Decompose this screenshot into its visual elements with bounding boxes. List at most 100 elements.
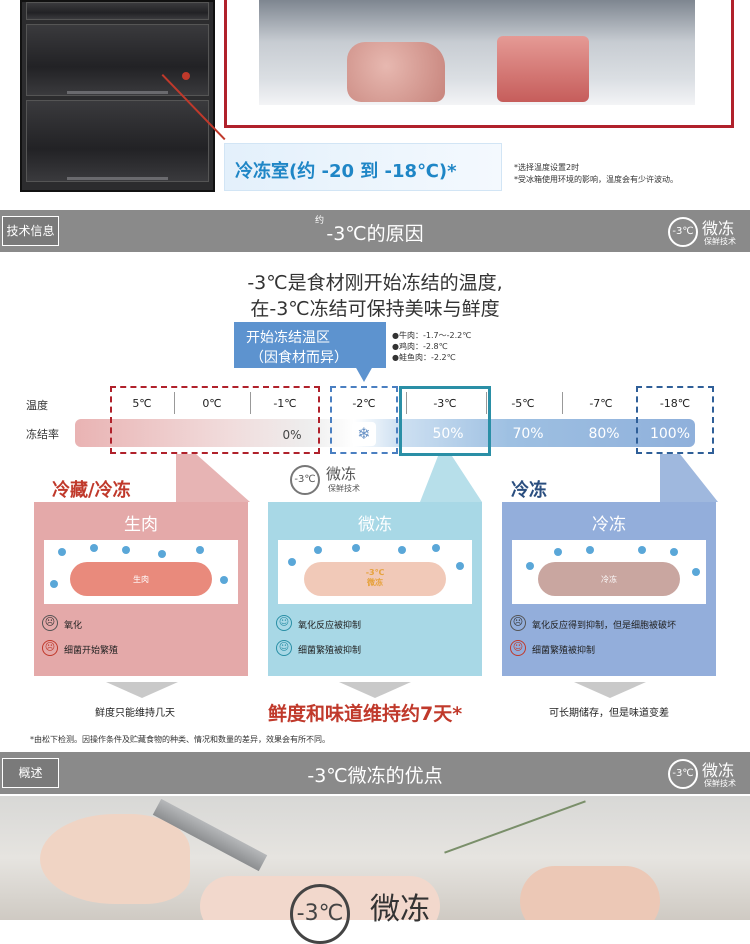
top-note-1: *选择温度设置2时 — [514, 163, 580, 172]
card-raw-meat: 生肉 生肉 ☹ 氧化 ☹ 细菌开始繁殖 — [34, 502, 248, 676]
connector-right — [500, 454, 718, 502]
minus2-zone-outline — [330, 386, 398, 454]
rate-row-label: 冻结率 — [26, 428, 59, 441]
mini-logo-main: 微冻 — [326, 465, 357, 483]
oxygen-icon — [352, 544, 360, 552]
top-footnote: *选择温度设置2时 *受冰箱使用环境的影响，温度会有少许波动。 — [514, 162, 678, 186]
card-title: 冷冻 — [592, 515, 626, 535]
headline-line-2: 在-3℃冻结可保持美味与鲜度 — [250, 298, 500, 320]
oxygen-icon — [670, 548, 678, 556]
logo-circle-icon: -3℃ — [668, 759, 698, 789]
logo-sub-text: 保鲜技术 — [704, 237, 736, 246]
zone-notes: ●牛肉：-1.7～-2.2℃ ●鸡肉：-2.8℃ ●鲑鱼肉：-2.2℃ — [392, 330, 471, 363]
oxygen-icon — [196, 546, 204, 554]
smile-face-icon: ☺ — [510, 640, 526, 656]
zone-note-salmon: ●鲑鱼肉：-2.2℃ — [392, 353, 456, 362]
rate-0: 0% — [282, 428, 302, 442]
card-title: 生肉 — [124, 515, 158, 535]
rate-50: 50% — [432, 426, 464, 442]
oxygen-icon — [122, 546, 130, 554]
temp-minus7: -7℃ — [589, 397, 613, 410]
tech-info-tag[interactable]: 技术信息 — [2, 216, 59, 246]
fridge-door-top — [26, 2, 209, 20]
oxygen-icon — [432, 544, 440, 552]
card-line-1: 氧化反应得到抑制，但是细胞被破坏 — [532, 621, 677, 631]
card-micro-freeze: 微冻 -3℃ 微冻 ☺ 氧化反应被抑制 ☺ 细菌繁殖被抑制 — [268, 502, 482, 676]
down-arrow-right — [574, 682, 646, 698]
zone-note-beef: ●牛肉：-1.7～-2.2℃ — [392, 331, 472, 340]
meat-block-2 — [497, 36, 589, 102]
about-label: 约 — [315, 216, 325, 226]
bottom-brand-logo: -3℃ 微冻 — [290, 880, 460, 944]
connector-left — [60, 454, 250, 502]
freezer-photo-frame — [224, 0, 734, 128]
chill-zone-outline — [110, 386, 320, 454]
pointer-dot — [182, 72, 190, 80]
meat-blob-label: 生肉 — [133, 575, 149, 584]
card-line-1: 氧化反应被抑制 — [298, 621, 362, 631]
oxygen-icon — [58, 548, 66, 556]
brand-logo: -3℃ 微冻 保鲜技术 — [668, 215, 742, 249]
freeze-label: 冷冻 — [511, 480, 547, 501]
fridge-door-freezer — [26, 100, 209, 182]
bottom-logo-main: 微冻 — [370, 892, 430, 927]
connector-shapes — [60, 454, 718, 502]
rate-80: 80% — [588, 426, 620, 442]
freezing-zone-box: 开始冻结温区 （因食材而异） — [234, 322, 386, 368]
freezer-temp-text: 冷冻室(约 -20 到 -18℃)* — [235, 161, 457, 182]
temp-minus2: -2℃ — [352, 397, 376, 410]
temp-divider — [406, 392, 407, 414]
oxygen-icon — [692, 568, 700, 576]
mini-logo-circle-icon: -3℃ — [290, 465, 320, 495]
oxygen-icon — [526, 562, 534, 570]
meat-blob — [70, 562, 212, 596]
temp-minus3: -3℃ — [433, 397, 457, 410]
meat-blob — [304, 562, 446, 596]
mini-logo-sub: 保鲜技术 — [328, 484, 360, 493]
oxygen-icon — [456, 562, 464, 570]
brand-logo: -3℃ 微冻 保鲜技术 — [668, 757, 742, 791]
zone-title: 开始冻结温区 — [246, 330, 330, 346]
down-arrow-left — [106, 682, 178, 698]
zone-subtitle: （因食材而异） — [250, 350, 348, 366]
smile-face-icon: ☺ — [276, 640, 292, 656]
temp-divider — [562, 392, 563, 414]
logo-circle-icon: -3℃ — [668, 217, 698, 247]
temp-row-label: 温度 — [26, 399, 48, 412]
overview-title: -3℃微冻的优点 — [307, 765, 443, 787]
temp-5: 5℃ — [132, 397, 152, 410]
meat-blob-label: -3℃ 微冻 — [365, 568, 385, 587]
sad-face-icon: ☹ — [42, 615, 58, 631]
oxygen-icon — [90, 544, 98, 552]
oxygen-icon — [554, 548, 562, 556]
temp-minus5: -5℃ — [511, 397, 535, 410]
card-line-2: 细菌繁殖被抑制 — [532, 646, 596, 656]
logo-sub-text: 保鲜技术 — [704, 779, 736, 788]
mini-brand-logo: -3℃ 微冻 保鲜技术 — [290, 463, 370, 497]
rate-70: 70% — [512, 426, 544, 442]
overview-header-bar: 概述 -3℃微冻的优点 -3℃ 微冻 保鲜技术 — [0, 752, 750, 794]
result-center: 鲜度和味道维持约7天* — [268, 703, 463, 725]
section-title: -3℃的原因 — [326, 223, 424, 245]
top-note-2: *受冰箱使用环境的影响，温度会有少许波动。 — [514, 175, 678, 184]
card-title: 微冻 — [358, 515, 392, 535]
sad-face-icon: ☹ — [510, 615, 526, 631]
chill-freeze-label: 冷藏/冷冻 — [52, 480, 131, 501]
oxygen-icon — [50, 580, 58, 588]
card-diagram: 生肉 — [44, 540, 238, 604]
logo-main-text: 微冻 — [702, 761, 735, 780]
rate-100: 100% — [649, 426, 691, 442]
meat-blob — [538, 562, 680, 596]
hand-shape — [40, 814, 190, 904]
meat-blob-label: 冷冻 — [601, 575, 617, 584]
fridge-image — [20, 0, 215, 192]
hand-shape-2 — [520, 866, 660, 920]
temp-divider — [174, 392, 175, 414]
oxygen-icon — [288, 558, 296, 566]
freeze-zone-outline — [636, 386, 714, 454]
overview-tag[interactable]: 概述 — [2, 758, 59, 788]
freezer-temp-label: 冷冻室(约 -20 到 -18℃)* — [224, 143, 502, 191]
result-right: 可长期储存，但是味道变差 — [549, 708, 669, 719]
card-line-2: 细菌开始繁殖 — [64, 646, 119, 656]
temp-minus18: -18℃ — [659, 397, 691, 410]
